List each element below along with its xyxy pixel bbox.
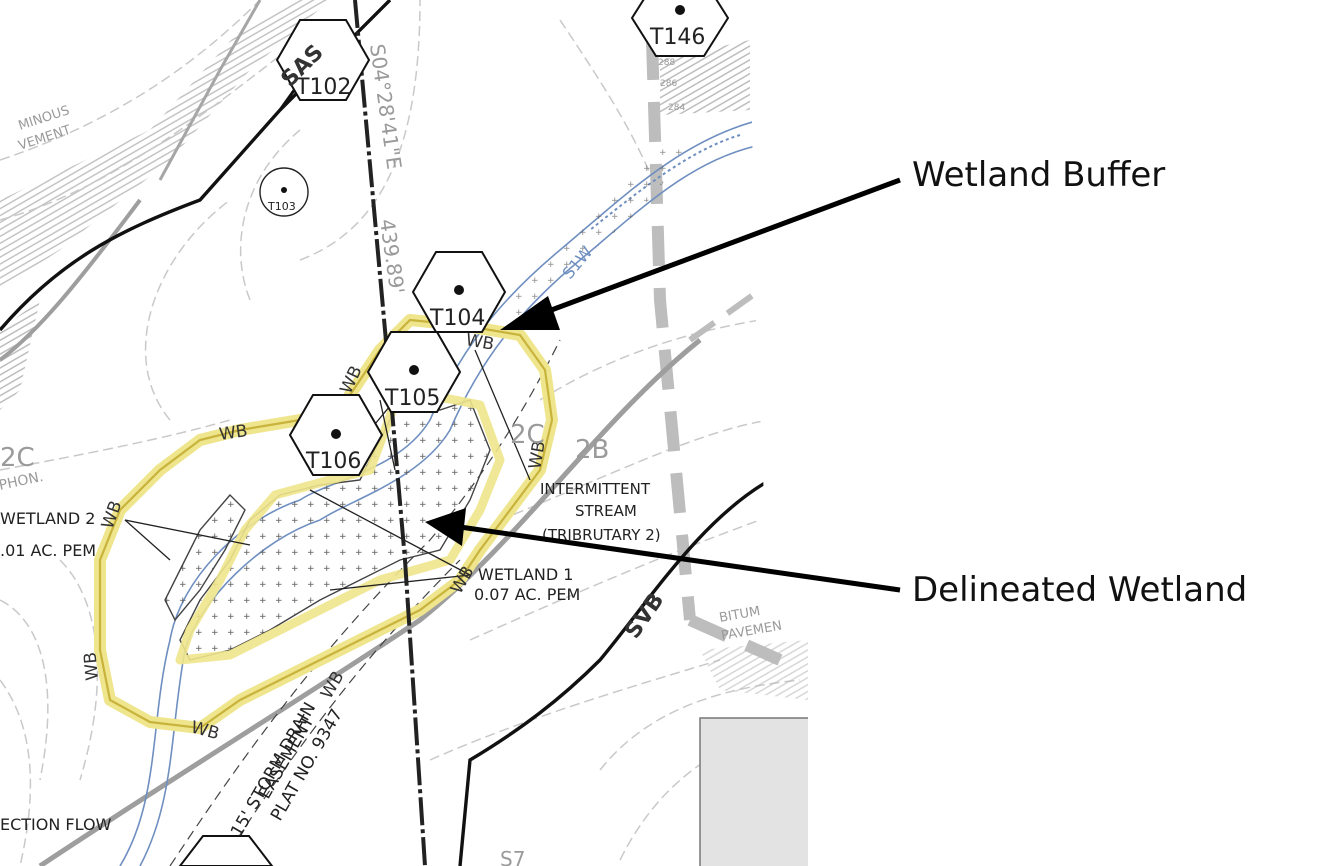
delineated-wetland-arrowhead [425, 508, 466, 546]
wb-label-top: WB [218, 421, 249, 445]
pavement-hatch-band [0, 0, 330, 290]
wetland-buffer-line [98, 318, 554, 730]
leader-lines [124, 349, 531, 591]
pavement-hatch-block [660, 40, 750, 115]
delineated-wetland-callout: Delineated Wetland [912, 570, 1248, 610]
map-area: T146 T102 T103 T104 T105 T106 [0, 0, 808, 866]
easement-gray-line [38, 338, 702, 866]
svb-line [458, 478, 771, 866]
pavement-rect [699, 717, 808, 866]
turbine-t105-label: T105 [384, 386, 440, 411]
delineated-wetland-arrow-shaft [459, 524, 901, 593]
direction-flow-label: ECTION FLOW [0, 815, 112, 834]
stream-label-3: (TRIBRUTARY 2) [542, 526, 661, 544]
turbine-t104: T104 [411, 251, 507, 333]
bituminous-right-1: BITUM [718, 604, 761, 626]
turbine-t104-label: T104 [429, 306, 485, 331]
svb-hatch [700, 640, 808, 700]
easement-lines [169, 339, 561, 866]
turbine-t102-label: T102 [295, 75, 351, 100]
zone-2c-mid: 2C [510, 420, 545, 450]
turbine-t146: T146 [630, 0, 730, 57]
wb-label-t104: WB [464, 330, 496, 355]
turbine-t105: T105 [366, 331, 462, 413]
wetland1-name: WETLAND 1 [478, 565, 573, 584]
contour-286: 286 [660, 79, 677, 89]
pavement-hatch-band-2 [0, 300, 40, 410]
turbine-t146-label: T146 [649, 25, 705, 50]
zone-2b: 2B [575, 435, 609, 465]
wb-label-bottom-left: WB [81, 651, 103, 681]
contour-288: 288 [658, 58, 675, 68]
bearing-line [353, 0, 427, 866]
turbine-bottom-partial [177, 835, 275, 866]
contour-284: 284 [668, 103, 685, 113]
wb-label-right: WB [525, 439, 550, 471]
stream-hatched-channel [510, 140, 700, 320]
wetland-buffer-callout: Wetland Buffer [912, 155, 1166, 195]
callout-arrows [425, 177, 901, 593]
wetland-buffer-arrowhead [500, 296, 560, 330]
gray-line-upper-left [0, 198, 142, 362]
road-edge-dashed [688, 287, 762, 343]
wetland-inner-buffer-highlight [175, 385, 505, 665]
zone-2c-left: 2C [0, 443, 35, 473]
turbine-t103: T103 [259, 167, 309, 217]
svb-line-label: SVB [620, 588, 669, 643]
wetland2-area: .01 AC. PEM [0, 541, 96, 560]
turbine-t102: T102 [275, 19, 371, 101]
wetland-buffer-arrow-shaft [529, 177, 901, 321]
turbine-t103-label: T103 [267, 200, 296, 213]
contour-s7: S7 [500, 847, 525, 866]
gray-line-top [158, 0, 262, 181]
wetland-2-polygon [164, 493, 246, 622]
wetland1-area: 0.07 AC. PEM [474, 585, 580, 604]
bearing-label: S04°28'41"E [365, 42, 406, 171]
wb-label-lower: WB [317, 668, 349, 703]
stream-label-1: INTERMITTENT [540, 480, 651, 498]
turbine-t106: T106 [288, 394, 384, 476]
wetland2-name: WETLAND 2 [0, 509, 95, 528]
sas-line [0, 0, 392, 332]
turbine-t106-label: T106 [305, 449, 361, 474]
stream-label-2: STREAM [575, 502, 637, 520]
